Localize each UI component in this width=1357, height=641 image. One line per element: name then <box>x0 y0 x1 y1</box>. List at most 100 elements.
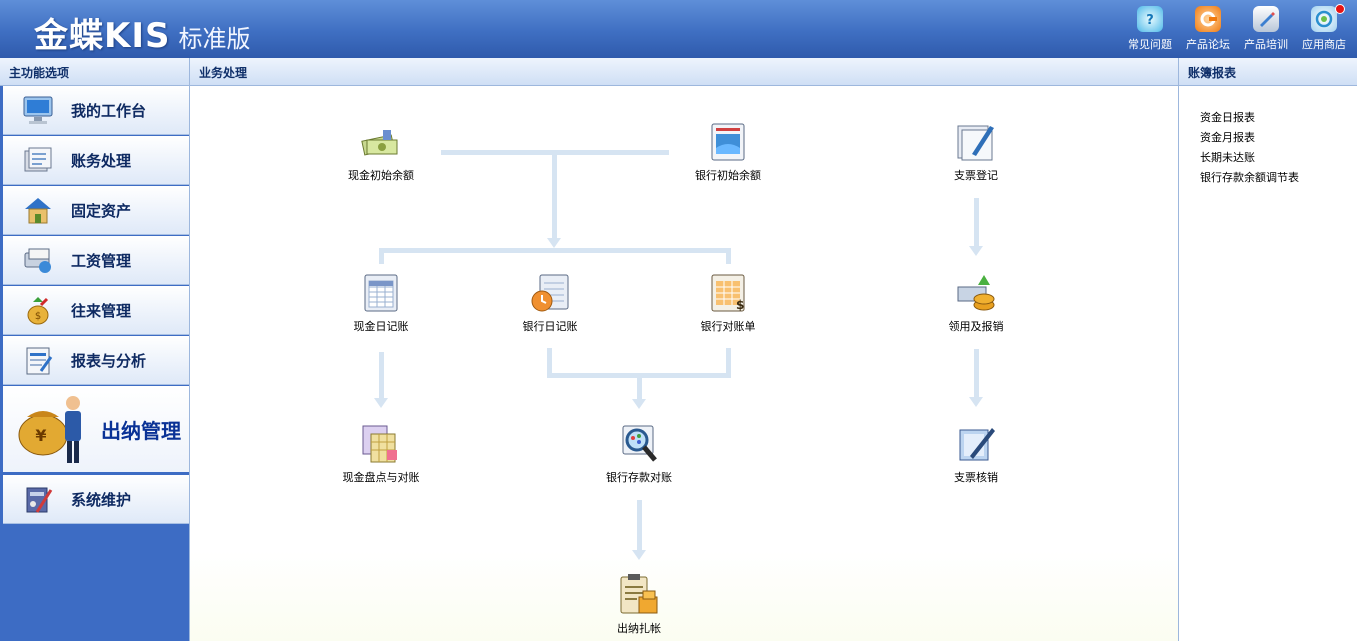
flow-connector <box>726 248 731 264</box>
flow-connector <box>637 373 642 399</box>
brand-edition: 标准版 <box>178 25 251 53</box>
flow-arrow <box>374 398 388 408</box>
flow-connector <box>547 348 552 378</box>
node-cash-initial-balance[interactable]: 现金初始余额 <box>336 120 426 182</box>
node-label: 银行日记账 <box>522 320 578 333</box>
nav-cashier-management[interactable]: ¥ 出纳管理 <box>3 386 189 474</box>
forum-button[interactable]: 产品论坛 <box>1181 6 1235 52</box>
report-list: 资金日报表 资金月报表 长期未达账 银行存款余额调节表 <box>1179 86 1357 188</box>
tools-icon <box>26 487 53 513</box>
flow-arrow <box>969 246 983 256</box>
nav-label: 固定资产 <box>71 201 132 220</box>
flow-arrow <box>632 399 646 409</box>
svg-text:?: ? <box>1146 13 1154 27</box>
node-bank-deposit-reconcile[interactable]: 银行存款对账 <box>594 422 684 484</box>
flow-connector <box>726 348 731 378</box>
node-bank-initial-balance[interactable]: 银行初始余额 <box>683 120 773 182</box>
process-flow: 现金初始余额 银行初始余额 支票登记 现金日记账 银行日记账 $ 银行对账单 领… <box>190 86 1179 641</box>
node-requisition-reimbursement[interactable]: 领用及报销 <box>931 271 1021 333</box>
report-link-bank-balance-reconciliation[interactable]: 银行存款余额调节表 <box>1200 171 1299 184</box>
top-toolbar: ? 常见问题 产品论坛 产品培训 应用商店 <box>1123 4 1351 52</box>
flow-arrow <box>547 238 561 248</box>
nav-label: 往来管理 <box>71 301 132 320</box>
ledger-icon <box>24 147 52 172</box>
nav-fixed-assets[interactable]: 固定资产 <box>3 186 189 235</box>
notification-badge <box>1335 4 1345 14</box>
payroll-icon <box>24 248 51 273</box>
leftnav-title: 主功能选项 <box>0 58 189 86</box>
app-header: 金蝶KIS 标准版 ? 常见问题 产品论坛 产品培训 应用商店 <box>0 0 1357 58</box>
clipboard-boxes-icon <box>620 574 658 614</box>
report-icon <box>26 347 53 375</box>
cashier-icon: ¥ <box>18 396 81 463</box>
business-process-panel: 业务处理 现金初始余额 银行初始余额 <box>189 58 1179 641</box>
flow-connector <box>974 349 979 397</box>
bank-statement-icon: $ <box>711 274 745 312</box>
flow-connector <box>379 352 384 398</box>
node-cheque-register[interactable]: 支票登记 <box>931 120 1021 182</box>
nav-system-maintenance[interactable]: 系统维护 <box>3 475 189 524</box>
bank-journal-icon <box>531 274 569 312</box>
node-label: 现金初始余额 <box>348 169 414 182</box>
nav-label: 出纳管理 <box>101 418 181 443</box>
node-label: 支票登记 <box>954 169 998 182</box>
flow-arrow <box>969 397 983 407</box>
nav-label: 账务处理 <box>71 151 132 170</box>
cheque-pen-icon <box>957 125 994 161</box>
node-cashier-close[interactable]: 出纳扎帐 <box>594 573 684 635</box>
training-label: 产品培训 <box>1244 38 1288 51</box>
node-cash-count-reconcile[interactable]: 现金盘点与对账 <box>336 422 426 484</box>
flow-connector <box>552 150 557 242</box>
report-link-monthly-fund[interactable]: 资金月报表 <box>1200 131 1255 144</box>
money-bag-icon: $ <box>27 297 49 325</box>
nav-receivables[interactable]: $ 往来管理 <box>3 286 189 335</box>
cash-count-icon <box>362 425 397 463</box>
node-label: 出纳扎帐 <box>617 622 661 635</box>
main-panel-title: 业务处理 <box>190 58 1178 86</box>
nav-label: 我的工作台 <box>71 101 147 120</box>
forum-label: 产品论坛 <box>1186 38 1230 51</box>
node-cheque-writeoff[interactable]: 支票核销 <box>931 422 1021 484</box>
app-store-icon <box>1311 6 1337 32</box>
flow-connector <box>637 500 642 550</box>
node-label: 领用及报销 <box>948 320 1004 333</box>
faq-label: 常见问题 <box>1128 38 1172 51</box>
svg-text:¥: ¥ <box>35 426 46 445</box>
node-bank-statement[interactable]: $ 银行对账单 <box>683 271 773 333</box>
nav-my-workbench[interactable]: 我的工作台 <box>3 86 189 135</box>
flow-connector <box>379 248 384 264</box>
account-reports-panel: 账簿报表 资金日报表 资金月报表 长期未达账 银行存款余额调节表 <box>1178 58 1357 641</box>
left-navigation: 主功能选项 我的工作台 账务处理 固定资产 工资管理 $ 往来管理 报表与分析 … <box>0 58 189 641</box>
faq-button[interactable]: ? 常见问题 <box>1123 6 1177 52</box>
svg-text:$: $ <box>35 311 41 322</box>
magnifier-icon <box>622 425 657 462</box>
training-icon <box>1253 6 1279 32</box>
training-button[interactable]: 产品培训 <box>1239 6 1293 52</box>
svg-text:$: $ <box>736 298 744 312</box>
app-store-button[interactable]: 应用商店 <box>1297 4 1351 52</box>
money-coins-icon <box>957 275 995 311</box>
bank-book-icon <box>711 123 745 161</box>
nav-reports-analysis[interactable]: 报表与分析 <box>3 336 189 385</box>
nav-accounting[interactable]: 账务处理 <box>3 136 189 185</box>
node-label: 银行初始余额 <box>695 169 761 182</box>
faq-icon: ? <box>1137 6 1163 32</box>
cheque-writeoff-icon <box>959 428 995 461</box>
nav-label: 报表与分析 <box>71 351 147 370</box>
nav-label: 工资管理 <box>71 251 132 270</box>
brand-main: 金蝶KIS <box>34 16 171 56</box>
forum-icon <box>1195 6 1221 32</box>
flow-connector <box>379 248 731 253</box>
report-link-daily-fund[interactable]: 资金日报表 <box>1200 111 1255 124</box>
monitor-icon <box>23 96 53 124</box>
flow-connector <box>974 198 979 246</box>
cash-bills-icon <box>361 130 398 156</box>
nav-payroll[interactable]: 工资管理 <box>3 236 189 285</box>
node-cash-journal[interactable]: 现金日记账 <box>336 271 426 333</box>
report-link-long-outstanding[interactable]: 长期未达账 <box>1200 151 1255 164</box>
cash-journal-icon <box>364 274 398 312</box>
nav-label: 系统维护 <box>71 490 132 509</box>
node-bank-journal[interactable]: 银行日记账 <box>505 271 595 333</box>
node-label: 银行对账单 <box>700 320 756 333</box>
flow-arrow <box>632 550 646 560</box>
